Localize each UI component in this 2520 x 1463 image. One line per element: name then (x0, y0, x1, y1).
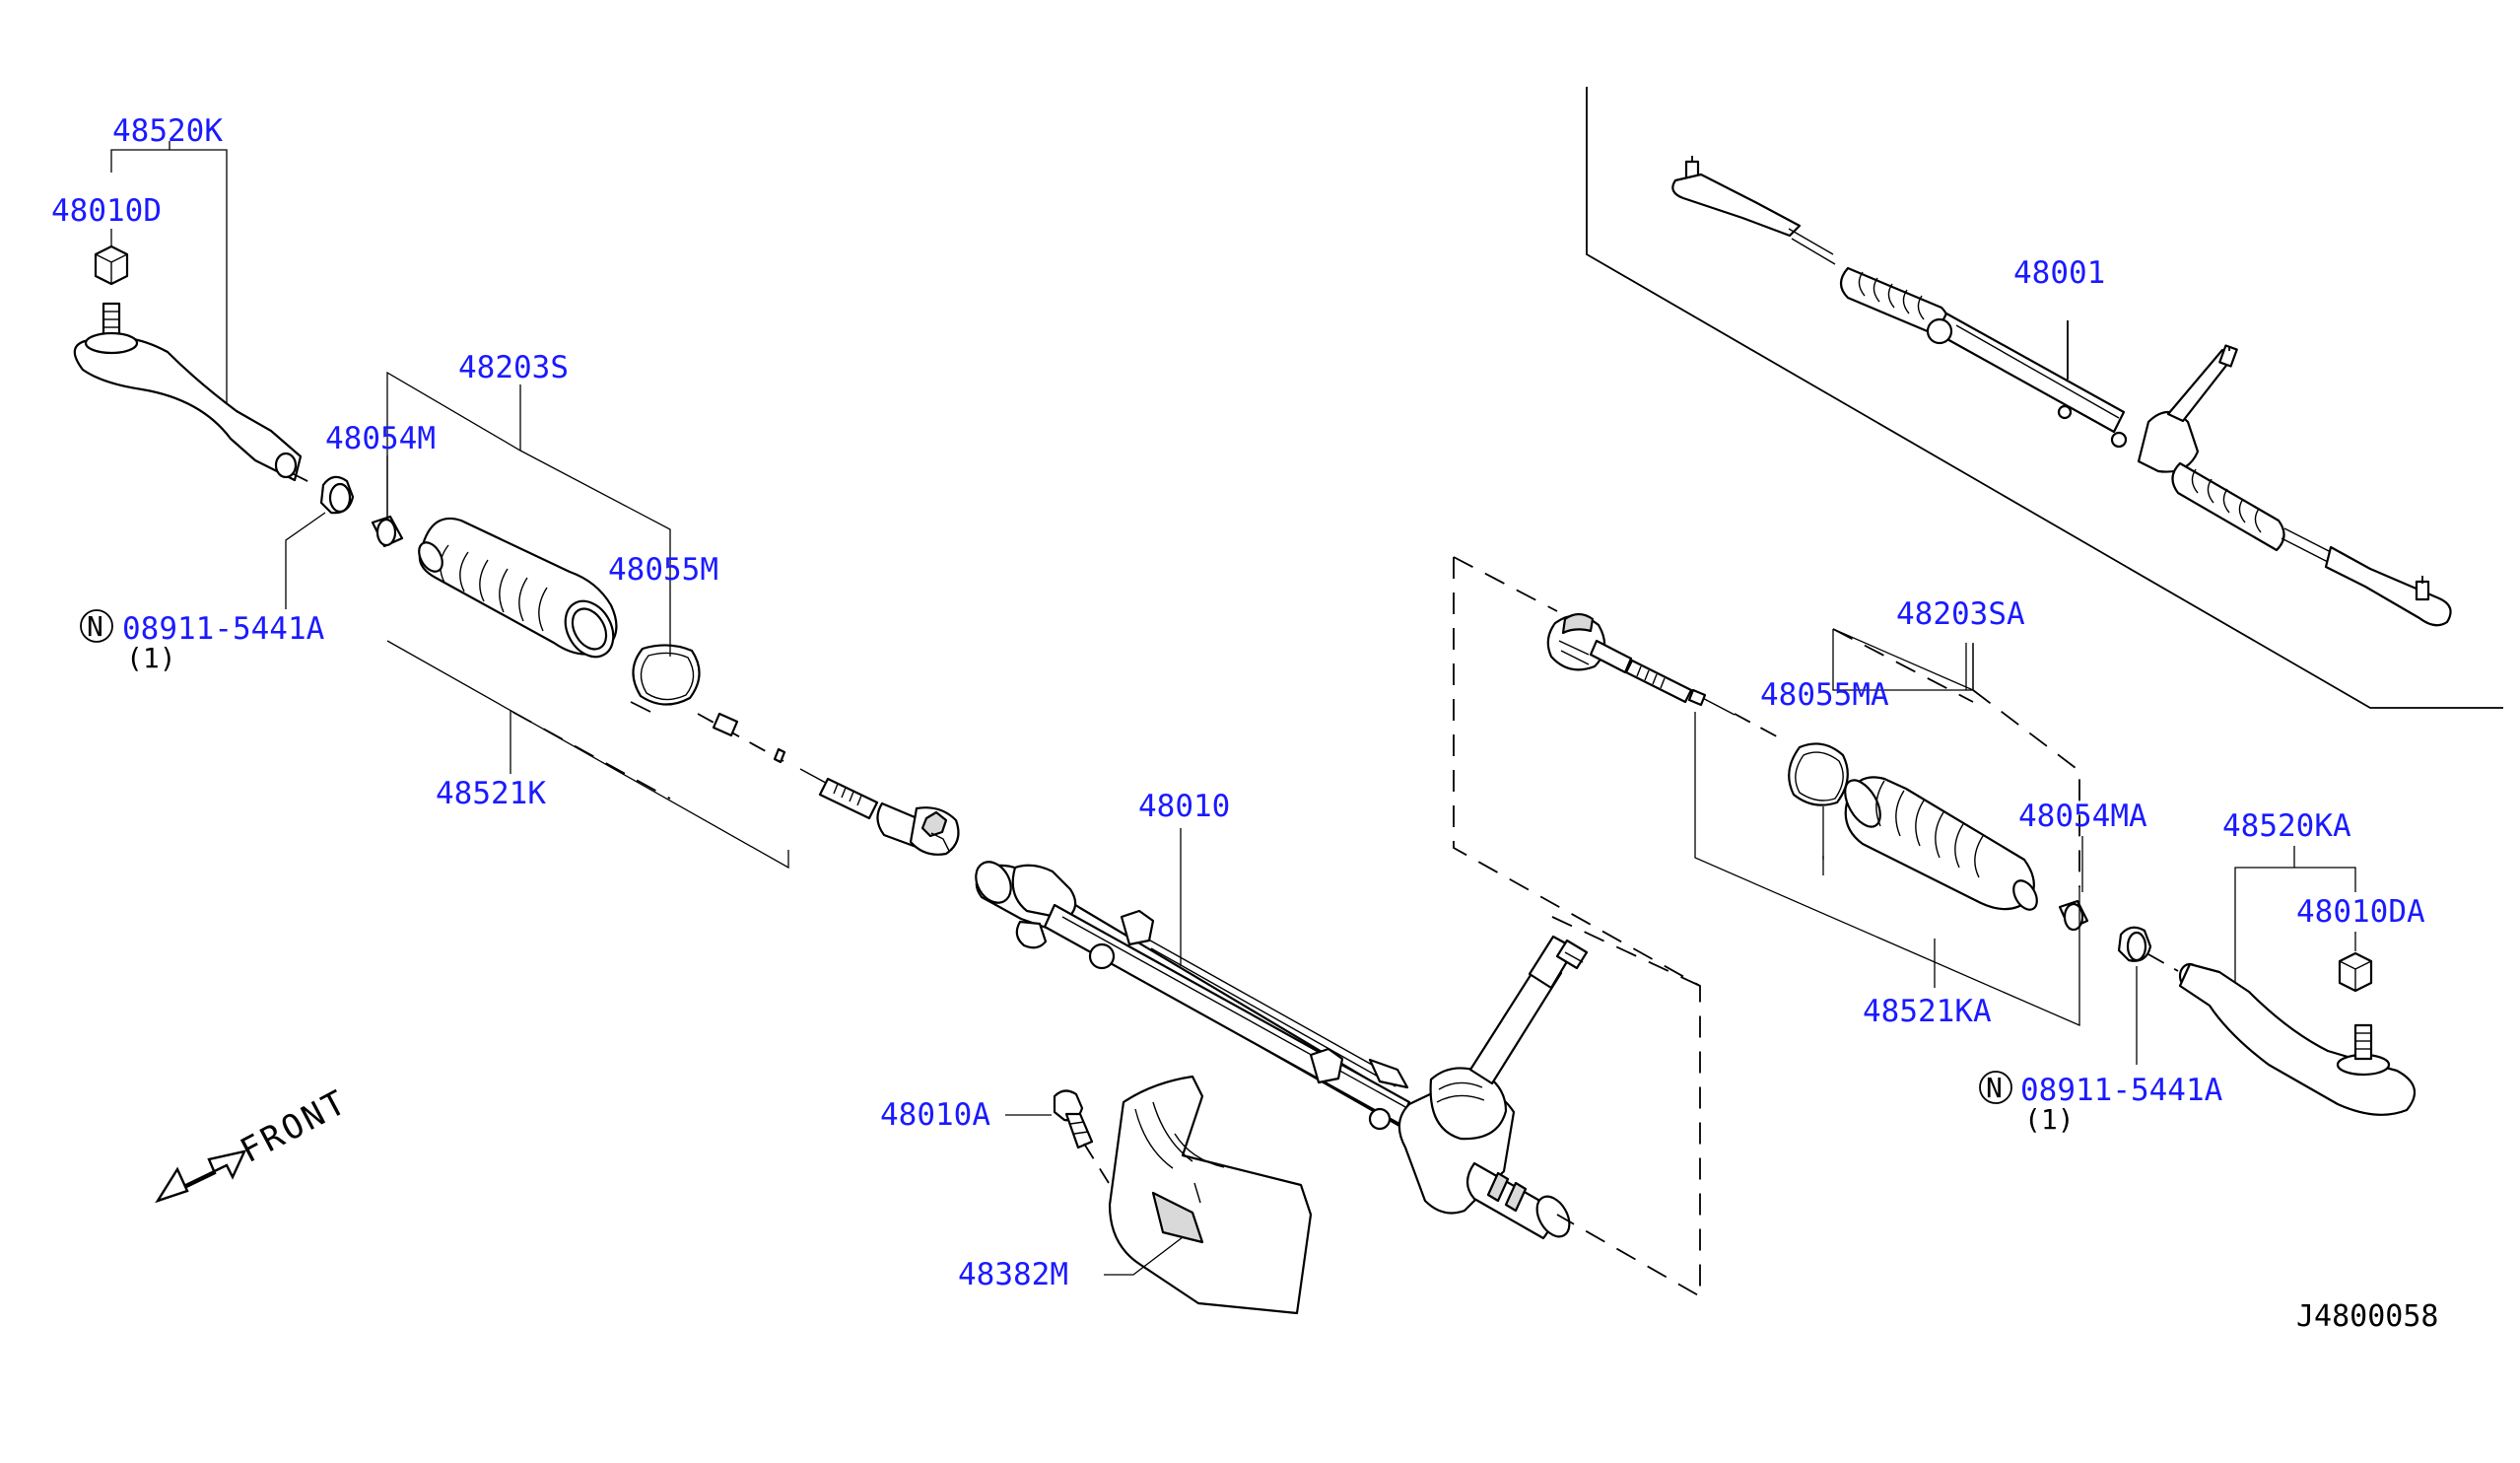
tie-rod-end-left-icon (73, 302, 303, 482)
rack-insulator-group: 48382M (958, 1075, 1313, 1315)
part-label-48055M[interactable]: 48055M (608, 552, 718, 588)
lock-nut-icon (319, 475, 355, 515)
rack-insulator-icon (1108, 1075, 1313, 1315)
part-label-48203SA[interactable]: 48203SA (1896, 596, 2025, 632)
n-marker-letter: N (87, 610, 103, 643)
n-marker-icon (80, 609, 113, 643)
tie-rod-nut-right-icon (2338, 951, 2373, 993)
front-label: FRONT (234, 1082, 354, 1171)
front-arrow-icon (155, 1150, 247, 1204)
mounting-bolt-icon (1053, 1089, 1094, 1150)
assembly-overview-panel: 48001 (1586, 87, 2503, 709)
part-label-48521KA[interactable]: 48521KA (1863, 994, 1992, 1029)
right-inner-tie-rod-icon (1546, 612, 1787, 742)
small-boot-clamp-icon (371, 515, 404, 548)
assembly-left-tie-rod-end (1671, 156, 1836, 265)
part-label-48054MA[interactable]: 48054MA (2018, 799, 2147, 834)
right-section-dashed-frame (1453, 556, 1701, 1298)
large-boot-clamp-right-icon (1788, 742, 1849, 806)
left-nut-group: N 08911-5441A (1) (80, 475, 355, 674)
part-label-48054M[interactable]: 48054M (325, 421, 436, 456)
part-label-48521K[interactable]: 48521K (436, 776, 546, 811)
left-boot-group: 48203S 48054M 48055M 48521K (325, 350, 789, 870)
part-label-48010[interactable]: 48010 (1138, 789, 1230, 824)
right-boot-group: 48203SA 48055MA 48054MA 48521KA (1694, 596, 2147, 1029)
part-label-48010DA[interactable]: 48010DA (2296, 894, 2425, 930)
right-steering-boot-icon (1844, 776, 2038, 911)
large-boot-clamp-icon (630, 644, 701, 713)
steering-rack-housing-icon: 48010 (975, 789, 1589, 1240)
assembly-pinion-housing (2137, 344, 2238, 473)
tie-rod-nut-icon (94, 244, 129, 286)
n-marker-right-letter: N (1986, 1072, 2003, 1104)
assembly-rack-body (1926, 312, 2128, 449)
part-label-08911-5441A-left[interactable]: 08911-5441A (122, 611, 325, 647)
left-tie-rod-end-group: 48520K 48010D (51, 113, 316, 486)
right-tie-rod-end-group: N 08911-5441A (1) 48520KA 48010DA (1979, 808, 2425, 1136)
front-direction-indicator: FRONT (155, 1082, 355, 1204)
quantity-label-right: (1) (2024, 1103, 2075, 1136)
diagram-id: J4800058 (2296, 1299, 2439, 1334)
tie-rod-end-right-icon (2178, 962, 2417, 1116)
left-steering-boot-icon (418, 517, 618, 659)
part-label-48520KA[interactable]: 48520KA (2222, 808, 2351, 844)
small-boot-clamp-right-icon (2058, 899, 2089, 932)
part-label-48010D[interactable]: 48010D (51, 193, 162, 229)
part-label-48520K[interactable]: 48520K (112, 113, 223, 149)
part-label-48203S[interactable]: 48203S (458, 350, 569, 385)
left-inner-tie-rod-icon (697, 712, 960, 856)
lock-nut-right-icon (2117, 926, 2152, 962)
part-label-48055MA[interactable]: 48055MA (1760, 677, 1889, 713)
part-label-48382M[interactable]: 48382M (958, 1257, 1068, 1292)
part-label-48001[interactable]: 48001 (2013, 255, 2105, 291)
part-label-08911-5441A-right[interactable]: 08911-5441A (2020, 1073, 2223, 1108)
assembly-right-boot (2171, 461, 2285, 552)
n-marker-right-icon (1979, 1071, 2012, 1104)
mounting-bolt-group: 48010A (880, 1089, 1110, 1184)
assembly-right-tie-rod-end (2281, 527, 2452, 627)
part-label-48010A[interactable]: 48010A (880, 1097, 990, 1133)
quantity-label-left: (1) (126, 642, 176, 674)
